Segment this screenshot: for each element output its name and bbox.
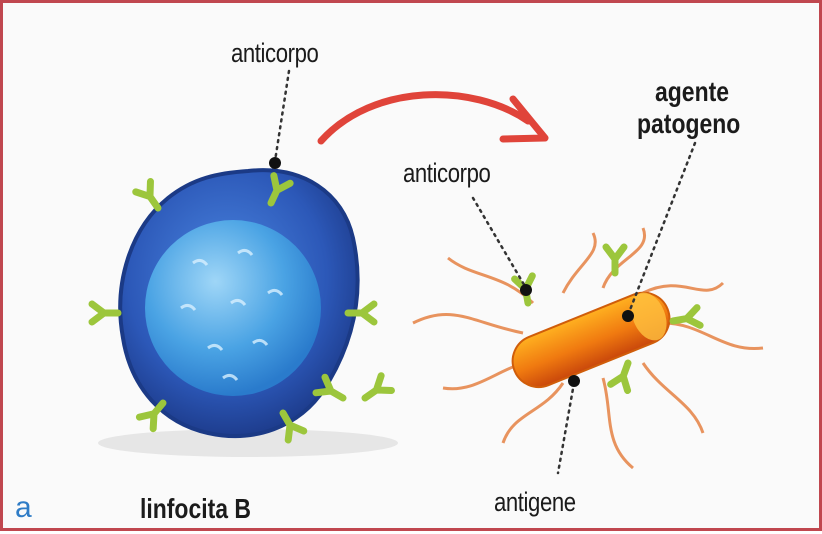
label-pathogen-line1: agente [655, 76, 729, 108]
label-antibody-top: anticorpo [231, 38, 318, 69]
curved-arrow [321, 95, 545, 141]
label-antibody-right: anticorpo [403, 158, 490, 189]
label-lymphocyte: linfocita B [140, 493, 251, 525]
nucleus [145, 220, 321, 396]
panel-letter: a [15, 491, 32, 525]
label-pathogen-line2: patogeno [637, 108, 740, 140]
label-antigen: antigene [494, 487, 576, 518]
